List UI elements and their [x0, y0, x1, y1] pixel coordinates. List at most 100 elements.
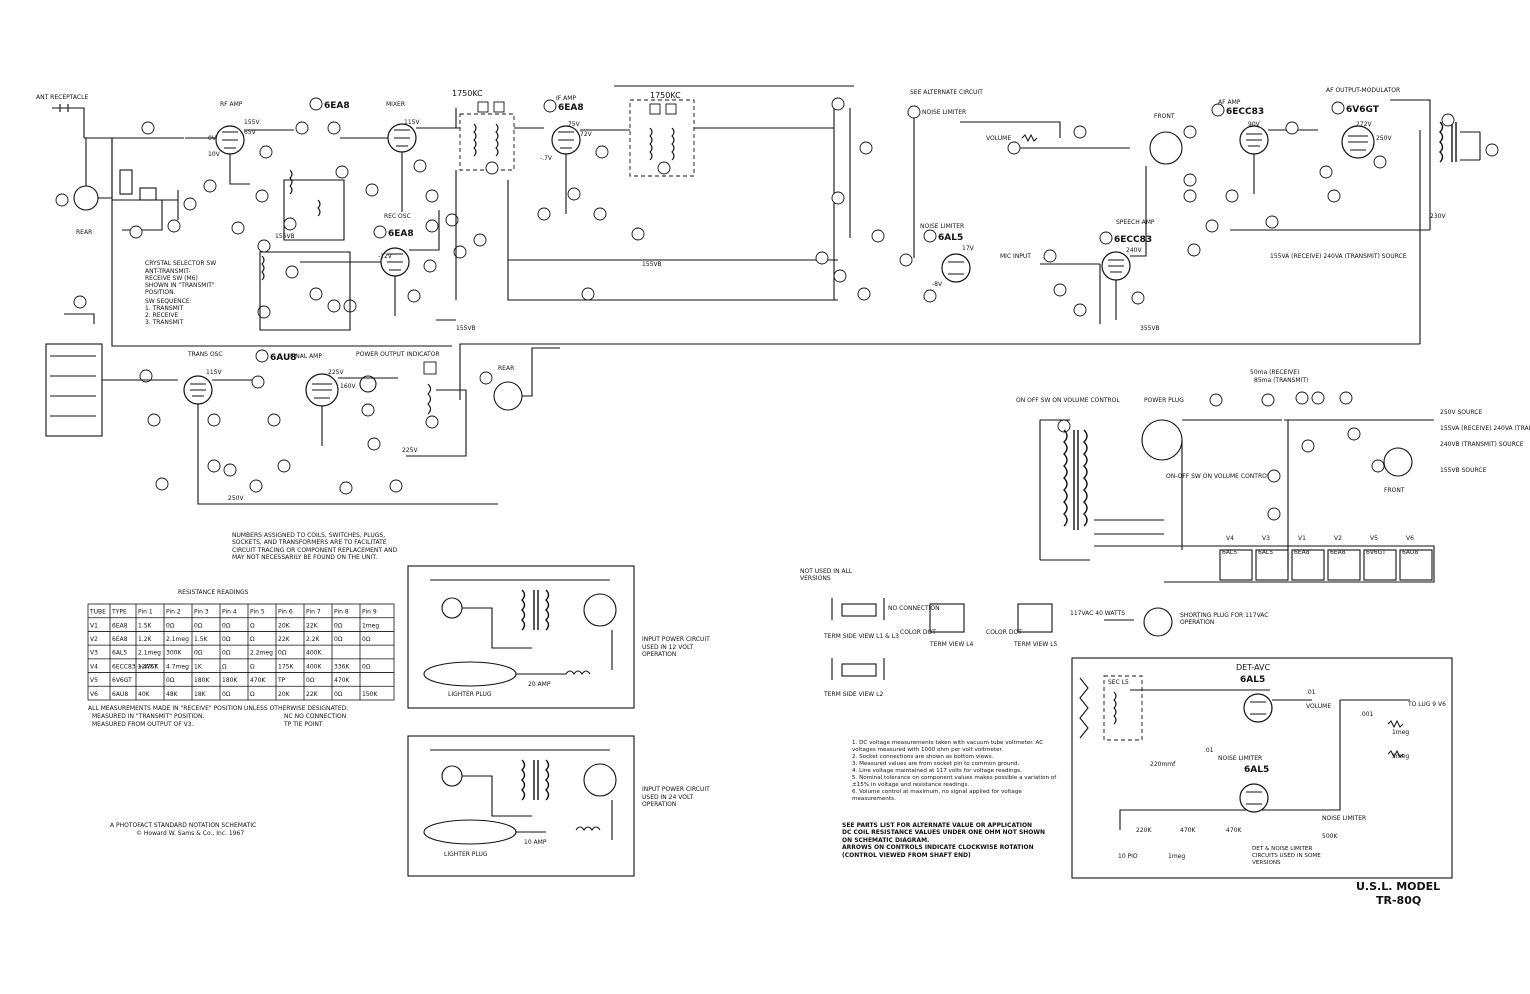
power-output-label: POWER OUTPUT INDICATOR [356, 351, 440, 358]
title-block: U.S.L. MODEL TR-80Q [1356, 880, 1440, 907]
switch-m6-tag [1371, 459, 1385, 473]
vibrator-12v [441, 597, 463, 619]
footnote-1: DC COIL RESISTANCE VALUES UNDER ONE OHM … [842, 829, 1046, 844]
power-plug-socket[interactable] [1141, 419, 1183, 461]
table-cell: V4 [90, 663, 98, 670]
table-cell: 1.2K [138, 636, 153, 643]
if-amp-wiring [565, 129, 630, 214]
final-grids [312, 383, 332, 399]
v5-tube-type: 6ECC83 [1114, 235, 1152, 245]
table-cell: 0Ω [194, 650, 203, 657]
alt-nl-label: NOISE LIMITER [1218, 755, 1262, 762]
selector-switch-front[interactable] [1149, 131, 1183, 165]
alt-val-10pio: 10 PIO [1118, 853, 1138, 860]
selector-wiring [85, 138, 113, 199]
socket-12v [583, 593, 617, 627]
tosc-grids [190, 383, 206, 397]
cap-c28-tag [1043, 249, 1057, 263]
amp-label-1: 20 AMP [528, 681, 551, 688]
selector-switch-rear [73, 185, 99, 211]
tosc-voltage-115: 115V [206, 369, 222, 376]
final-voltage-225: 225V [328, 369, 344, 376]
alt-val-470k-a: 470K [1180, 827, 1196, 834]
heater-1 [1219, 549, 1253, 581]
model-number: TR-80Q [1376, 894, 1421, 907]
speaker-tag [1485, 143, 1499, 157]
cs-line-3: POSITION. [145, 289, 176, 296]
antenna-connector [52, 104, 85, 138]
switch-m7-tag [139, 369, 153, 383]
model-label: U.S.L. MODEL [1356, 880, 1440, 893]
cap-c13-tag [425, 189, 439, 203]
heater-id-4: V5 [1370, 535, 1378, 542]
coil-l6-tag [207, 459, 221, 473]
volume-pot[interactable] [1021, 133, 1038, 143]
footnote-2: ARROWS ON CONTROLS INDICATE CLOCKWISE RO… [842, 844, 1034, 859]
transmitter-section: TRANS OSC 115V 250V FINAL AMP 6AU8 225V … [45, 295, 560, 505]
v7-tube-type: 6V6GT [1346, 105, 1380, 115]
coil-l1-tag [129, 225, 143, 239]
general-note-5: 6. Volume control at maximum, no signal … [852, 789, 1022, 802]
table-cell: 20K [278, 691, 291, 698]
power-transformer-secondary [1083, 429, 1088, 527]
transformer-wiring [1039, 419, 1164, 561]
lighter-plug-12v [423, 661, 517, 687]
res-r45-tag [367, 437, 381, 451]
tank-wiring [406, 389, 467, 457]
table-cell: 0Ω [222, 650, 231, 657]
term-view-l4-label: TERM VIEW L4 [929, 641, 974, 648]
fuse-24v [516, 826, 601, 833]
speech-wiring [1115, 166, 1147, 320]
heater-id-3: V2 [1334, 535, 1342, 542]
alt-if-can [1103, 675, 1143, 741]
transformer-12v [521, 589, 550, 631]
table-cell: 400K [306, 663, 322, 670]
v1-tube-type: 6EA8 [324, 101, 350, 111]
res-r13-tag [453, 245, 467, 259]
front-label: FRONT [1154, 113, 1175, 120]
nl-plates [948, 261, 964, 275]
b-plus-bus [436, 170, 457, 321]
v1-voltage-65v: 65V [244, 129, 257, 136]
v3-voltage-75: 75V [568, 121, 581, 128]
general-note-2: 3. Measured values are from socket pin t… [852, 761, 1020, 767]
if-can-1 [459, 113, 515, 171]
table-cell: 0Ω [362, 636, 371, 643]
table-cell: 0Ω [334, 636, 343, 643]
coil-l5-tag [657, 161, 671, 175]
return-bus [507, 180, 838, 301]
heater-string: V4 V3 V1 V2 V5 V6 6AL5 6AL5 6EA8 6EA8 6V… [1094, 535, 1435, 583]
neon-indicator [359, 375, 377, 393]
freq-label-1: 1750KC [452, 89, 483, 98]
table-cell: 6AL5 [112, 650, 127, 657]
table-cell: 180K [222, 677, 238, 684]
cap-c20-tag [567, 187, 581, 201]
alt-sec-label: SEC L5 [1108, 679, 1129, 686]
front-switch-m6[interactable] [1383, 447, 1413, 477]
res-r2-tag [907, 105, 921, 119]
cap-c33-tag [277, 459, 291, 473]
if-grids [558, 131, 574, 149]
mixer-voltage: 115V [404, 119, 420, 126]
coil-l2 [289, 169, 321, 217]
heater-tube-0: 6AL5 [1222, 549, 1237, 556]
alt-wiring-main [1119, 689, 1410, 830]
term-view-l5 [1017, 603, 1053, 633]
table-cell: 0Ω [222, 636, 231, 643]
volume-label: VOLUME [986, 135, 1011, 142]
table-cell: 1.5K [194, 636, 209, 643]
cap-c7-tag [231, 221, 245, 235]
receiver-section: ANT RECEPTACLE REAR CRYSTAL SELECTOR SW … [36, 85, 1499, 400]
detector-wiring [849, 108, 851, 238]
res-r6-tag [259, 145, 273, 159]
nl-wiring [913, 118, 1061, 258]
rear-switch[interactable] [493, 381, 523, 411]
vac-label: 117VAC 40 WATTS [1070, 610, 1126, 617]
voltage-240vb: 355VB [1140, 325, 1160, 332]
transformer-24v [521, 759, 550, 801]
table-cell: Ω [250, 663, 255, 670]
res-r22-tag [1053, 283, 1067, 297]
v8-tag [255, 349, 269, 363]
if-coils-1 [473, 123, 499, 157]
